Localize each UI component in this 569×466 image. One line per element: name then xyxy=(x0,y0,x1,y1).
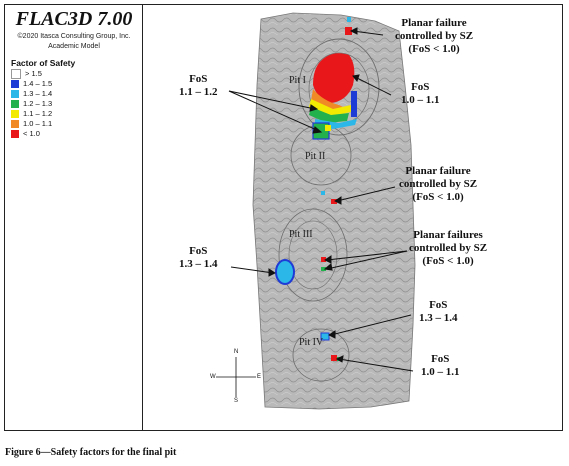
pit-4-contours xyxy=(292,328,350,382)
compass-east: E xyxy=(257,374,262,380)
legend-label: 1.2 – 1.3 xyxy=(23,99,53,108)
pit-4-label: Pit IV xyxy=(299,337,324,348)
fos-zone-red-pit2 xyxy=(331,199,337,204)
legend-swatch xyxy=(11,89,19,98)
legend-item: 1.2 – 1.3 xyxy=(11,99,52,108)
compass-icon xyxy=(216,357,256,397)
legend-swatch xyxy=(11,119,19,128)
legend-title: Factor of Safety xyxy=(11,58,76,68)
legend-label: > 1.5 xyxy=(25,69,42,78)
model-plot-area: Pit I Pit II Pit III Pit IV Planar failu… xyxy=(143,5,562,430)
legend-swatch xyxy=(11,99,19,108)
fos-zone-red-pit3 xyxy=(321,257,326,262)
copyright-text: ©2020 Itasca Consulting Group, Inc. xyxy=(17,33,131,40)
legend-item: 1.1 – 1.2 xyxy=(11,109,52,118)
model-type-text: Academic Model xyxy=(48,43,100,50)
compass-west: W xyxy=(210,374,216,380)
legend-swatch xyxy=(11,109,19,118)
fos-zone-cyan-pit2 xyxy=(321,191,325,195)
legend-item: 1.3 – 1.4 xyxy=(11,89,52,98)
app-title: FLAC3D 7.00 xyxy=(15,8,133,30)
legend-swatch xyxy=(11,68,21,79)
annotation-arrows xyxy=(228,27,414,372)
pit-2-label: Pit II xyxy=(305,151,326,162)
fos-zone-red-pit4 xyxy=(331,355,337,361)
legend-label: < 1.0 xyxy=(23,129,40,138)
pit-3-contours xyxy=(278,208,348,302)
figure-frame: FLAC3D 7.00 ©2020 Itasca Consulting Grou… xyxy=(4,4,563,431)
fos-zone-cyan-pit4 xyxy=(320,332,330,341)
legend-item: 1.0 – 1.1 xyxy=(11,119,52,128)
fos-zone-red-top xyxy=(345,27,352,35)
fos-zone-cyan-top xyxy=(347,17,351,22)
legend-item: < 1.0 xyxy=(11,129,40,138)
legend-item: > 1.5 xyxy=(11,68,42,79)
legend-panel: FLAC3D 7.00 ©2020 Itasca Consulting Grou… xyxy=(5,5,143,430)
legend-swatch xyxy=(11,79,19,88)
fos-zone-cyan-pit3 xyxy=(275,259,295,285)
legend-item: 1.4 – 1.5 xyxy=(11,79,52,88)
fos-zone-green-pit3 xyxy=(321,267,326,271)
figure-caption: Figure 6—Safety factors for the final pi… xyxy=(5,447,177,458)
terrain-strip xyxy=(252,12,416,410)
fos-zone-red-pit1 xyxy=(313,53,355,103)
pit-1-contours xyxy=(298,38,380,136)
pit-1-label: Pit I xyxy=(289,75,306,86)
compass-south: S xyxy=(234,398,239,404)
fos-zone-green-pit1 xyxy=(309,107,349,123)
fos-zone-blue-pit1 xyxy=(351,91,357,117)
legend-label: 1.0 – 1.1 xyxy=(23,119,53,128)
legend-label: 1.4 – 1.5 xyxy=(23,79,53,88)
legend-label: 1.1 – 1.2 xyxy=(23,109,53,118)
legend-label: 1.3 – 1.4 xyxy=(23,89,53,98)
fos-zone-yellow-pit2 xyxy=(325,125,331,131)
legend-swatch xyxy=(11,129,19,138)
pit-3-label: Pit III xyxy=(289,229,313,240)
terrain-map xyxy=(216,12,416,410)
compass-north: N xyxy=(234,349,239,355)
